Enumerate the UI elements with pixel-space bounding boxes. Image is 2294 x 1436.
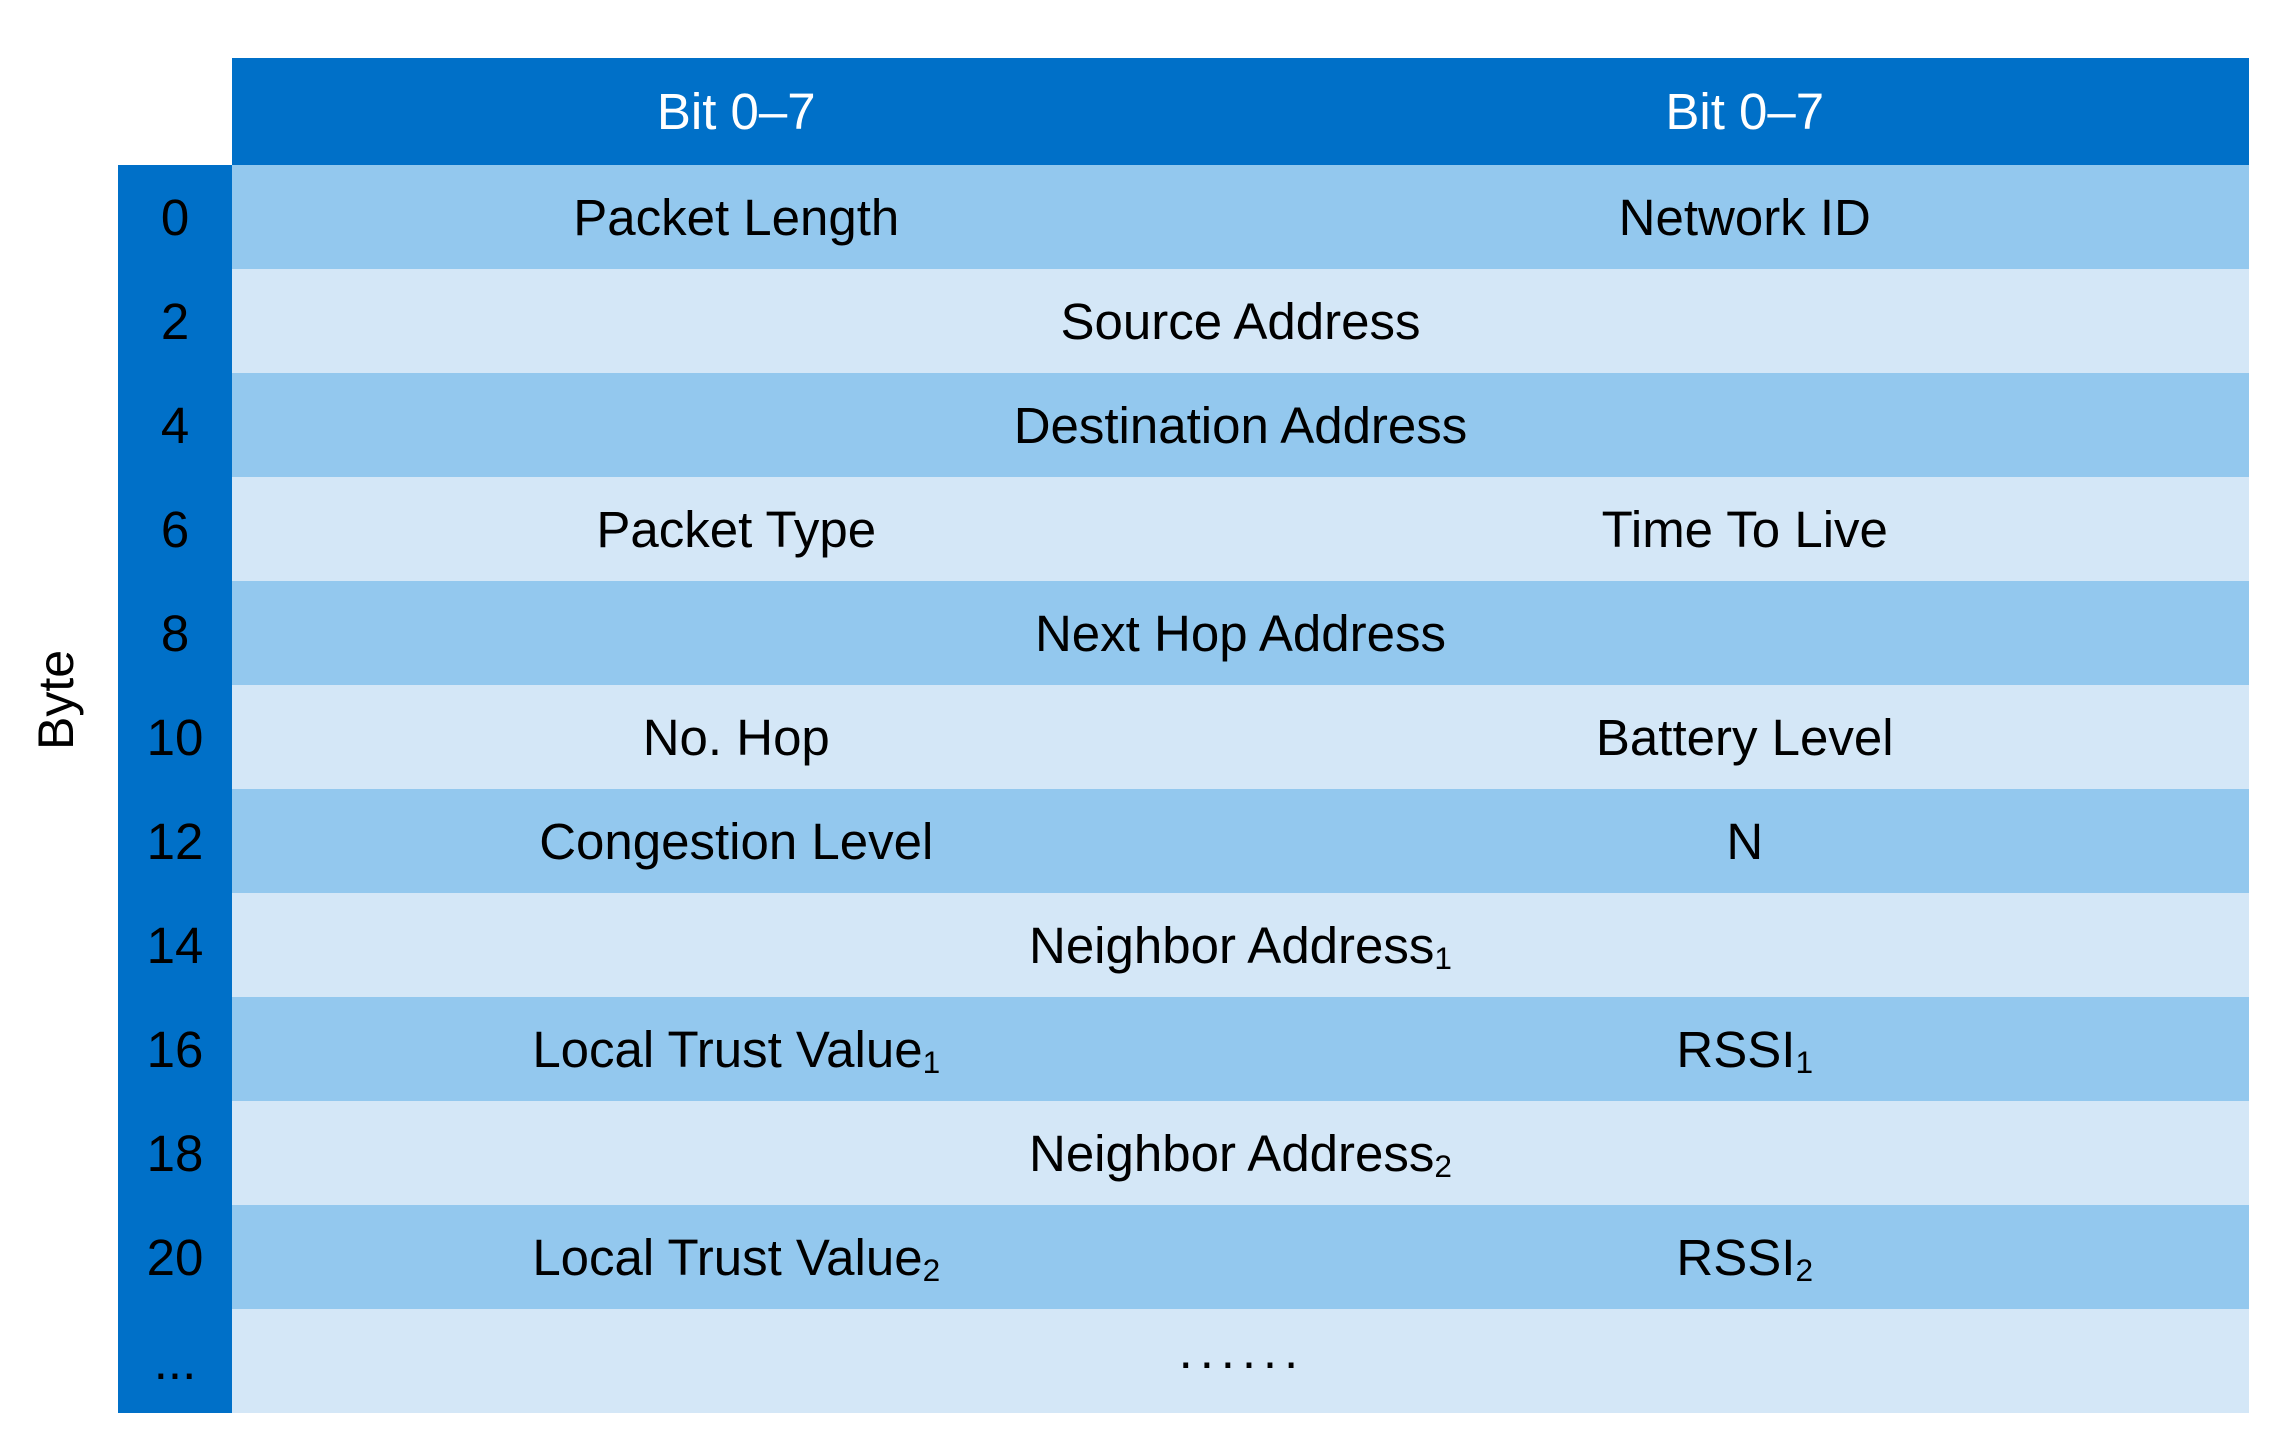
packet-field-full: Neighbor Address1 — [232, 893, 2249, 997]
packet-field-left: Local Trust Value1 — [232, 997, 1241, 1101]
byte-axis-label: Byte — [28, 649, 84, 751]
byte-offset-cell: 2 — [118, 269, 232, 373]
packet-field-left: No. Hop — [232, 685, 1241, 789]
subscript-index: 2 — [922, 1252, 941, 1289]
subscript-index: 1 — [1795, 1044, 1814, 1081]
byte-offset-cell: ... — [118, 1309, 232, 1413]
subscript-index: 1 — [1434, 940, 1452, 977]
packet-field-right: Network ID — [1240, 165, 2249, 269]
packet-row: ...······ — [118, 1309, 2249, 1413]
packet-field-full: Destination Address — [232, 373, 2249, 477]
byte-offset-cell: 12 — [118, 789, 232, 893]
packet-field-right: N — [1240, 789, 2249, 893]
header-corner-cell — [118, 58, 232, 165]
subscript-index: 2 — [1434, 1148, 1452, 1185]
byte-offset-cell: 10 — [118, 685, 232, 789]
packet-field-left: Packet Length — [232, 165, 1241, 269]
header-bit-range-left: Bit 0–7 — [232, 58, 1241, 165]
packet-field-full: Source Address — [232, 269, 2249, 373]
header-bit-range-right: Bit 0–7 — [1240, 58, 2249, 165]
subscript-index: 1 — [922, 1044, 941, 1081]
subscript-index: 2 — [1795, 1252, 1814, 1289]
header-row: Bit 0–7 Bit 0–7 — [118, 58, 2249, 165]
byte-offset-cell: 14 — [118, 893, 232, 997]
byte-offset-cell: 6 — [118, 477, 232, 581]
packet-field-right: RSSI2 — [1240, 1205, 2249, 1309]
table-header: Bit 0–7 Bit 0–7 — [118, 58, 2249, 165]
packet-field-right: Time To Live — [1240, 477, 2249, 581]
byte-offset-cell: 8 — [118, 581, 232, 685]
byte-offset-cell: 18 — [118, 1101, 232, 1205]
byte-offset-cell: 4 — [118, 373, 232, 477]
byte-offset-cell: 0 — [118, 165, 232, 269]
packet-field-full: ······ — [232, 1309, 2249, 1413]
packet-field-left: Local Trust Value2 — [232, 1205, 1241, 1309]
packet-field-left: Packet Type — [232, 477, 1241, 581]
packet-field-full: Neighbor Address2 — [232, 1101, 2249, 1205]
packet-field-right: RSSI1 — [1240, 997, 2249, 1101]
byte-offset-cell: 20 — [118, 1205, 232, 1309]
packet-field-left: Congestion Level — [232, 789, 1241, 893]
packet-field-full: Next Hop Address — [232, 581, 2249, 685]
byte-offset-cell: 16 — [118, 997, 232, 1101]
packet-field-right: Battery Level — [1240, 685, 2249, 789]
